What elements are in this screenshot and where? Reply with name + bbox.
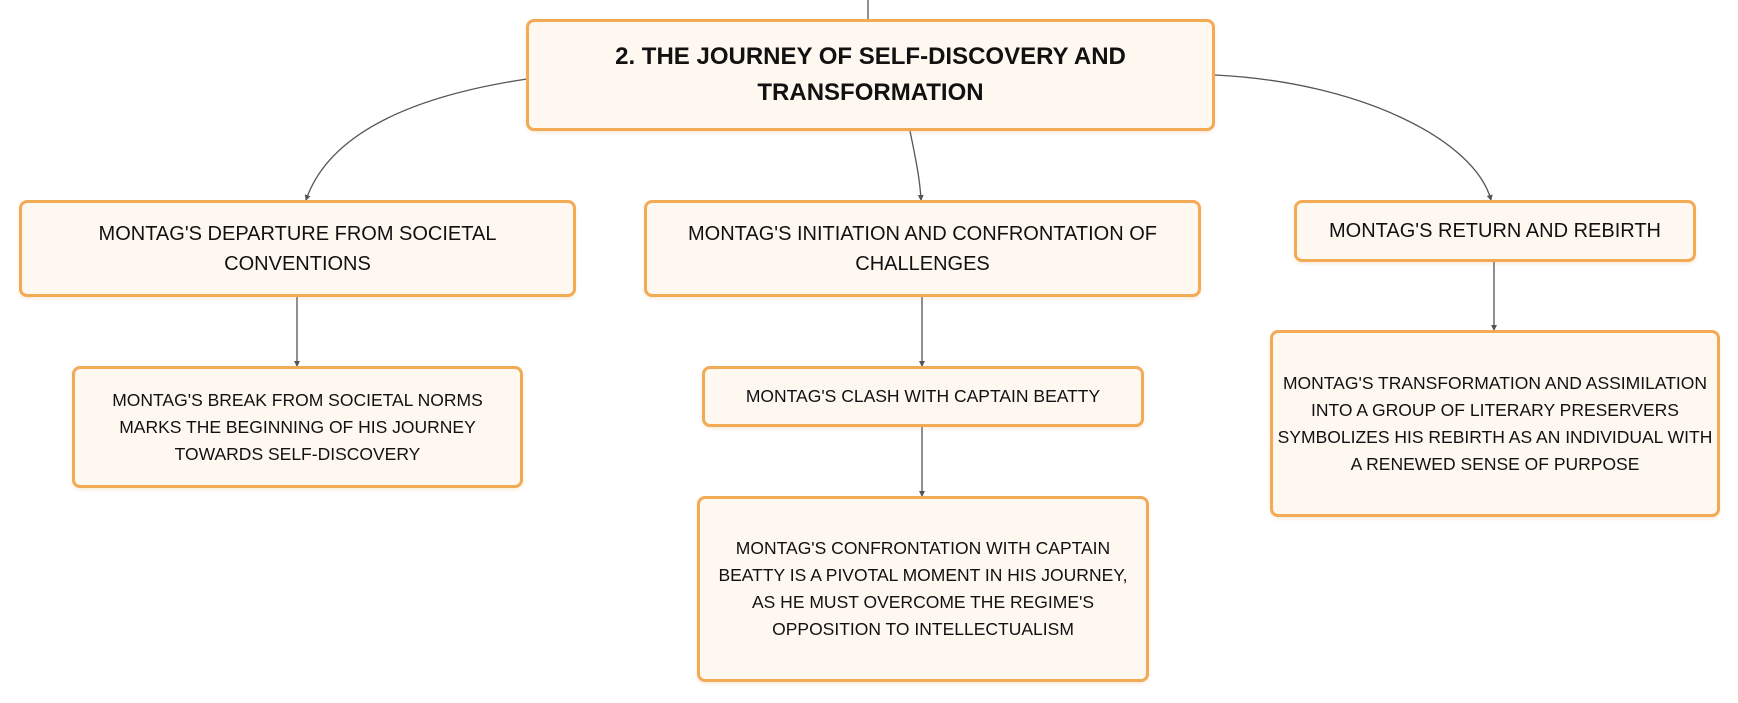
leaf-node-break[interactable]: Montag's break from societal norms marks… (72, 366, 523, 488)
branch-node-return[interactable]: Montag's Return and Rebirth (1294, 200, 1696, 262)
leaf-node-confrontation-label: Montag's confrontation with Captain Beat… (718, 538, 1128, 639)
root-node[interactable]: 2. The Journey of Self-Discovery and Tra… (526, 19, 1215, 131)
leaf-node-transformation[interactable]: Montag's transformation and assimilation… (1270, 330, 1720, 517)
branch-node-departure[interactable]: Montag's Departure from Societal Convent… (19, 200, 576, 297)
edge-root-to-return (1214, 74, 1493, 201)
leaf-node-confrontation[interactable]: Montag's confrontation with Captain Beat… (697, 496, 1149, 682)
root-node-label: 2. The Journey of Self-Discovery and Tra… (615, 43, 1126, 106)
sub-node-clash[interactable]: Montag's clash with Captain Beatty (702, 366, 1144, 427)
leaf-node-break-label: Montag's break from societal norms marks… (112, 389, 483, 464)
leaf-node-transformation-label: Montag's transformation and assimilation… (1277, 372, 1713, 474)
branch-node-initiation[interactable]: Montag's Initiation and Confrontation of… (644, 200, 1201, 297)
edge-root-to-initiation (909, 130, 924, 201)
edge-root-to-departure (304, 78, 528, 201)
branch-node-initiation-label: Montag's Initiation and Confrontation of… (688, 222, 1157, 275)
branch-node-return-label: Montag's Return and Rebirth (1329, 220, 1661, 242)
sub-node-clash-label: Montag's clash with Captain Beatty (745, 386, 1101, 406)
branch-node-departure-label: Montag's Departure from Societal Convent… (98, 222, 497, 275)
